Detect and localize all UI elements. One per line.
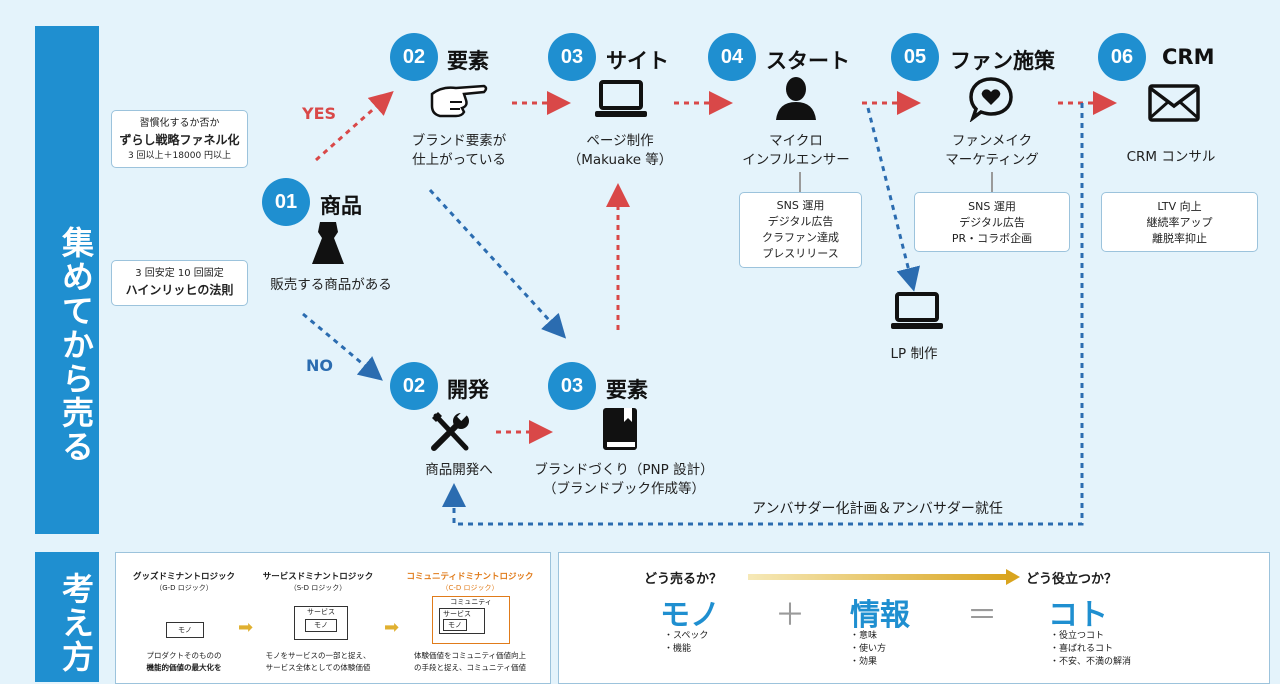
step-caption-element-1: ブランド要素が [411, 133, 507, 149]
step-caption-brand-1: ブランドづくり（PNP 設計） [534, 462, 714, 478]
step-caption-brand-2: （ブランドブック作成等） [543, 481, 705, 497]
gd-logic-sub: （G-D ロジック） [155, 584, 213, 592]
step-title-fan: ファン施策 [950, 49, 1055, 73]
cd-text-1: 体験価値をコミュニティ価値向上 [413, 651, 527, 660]
heart-bubble-icon [969, 77, 1013, 122]
question-how-sell: どう売るか？ [644, 572, 723, 587]
step-caption-crm: CRM コンサル [1126, 149, 1216, 165]
step-title-crm: CRM [1162, 45, 1215, 69]
person-icon [776, 77, 816, 120]
step-badge-06: 06 [1098, 33, 1146, 81]
step-caption-site-2: （Makuake 等） [567, 152, 673, 168]
pointing-hand-icon [430, 84, 488, 118]
step-caption-element-2: 仕上がっている [412, 152, 506, 168]
equals-sign: ＝ [967, 598, 997, 633]
step-badge-04: 04 [708, 33, 756, 81]
no-label: NO [306, 356, 333, 375]
step-caption-dev: 商品開発へ [425, 462, 493, 478]
lp-caption: LP 制作 [890, 346, 938, 362]
cd-community-box: コミュニティ サービス モノ [432, 596, 510, 644]
info-box-fan: SNS 運用 デジタル広告 PR・コラボ企画 [914, 192, 1070, 252]
cd-logic-sub: （C-D ロジック） [441, 584, 499, 592]
sd-service-box: サービス モノ [294, 606, 348, 640]
step-caption-start-2: インフルエンサー [742, 152, 850, 168]
mail-icon [1148, 84, 1200, 122]
question-how-useful: どう役立つか？ [1026, 572, 1118, 587]
word-koto: コト [1048, 598, 1108, 633]
step-title-product: 商品 [320, 194, 362, 218]
step-title-dev: 開発 [447, 378, 489, 402]
sd-logic-sub: （S-D ロジック） [289, 584, 347, 592]
step-title-site: サイト [606, 49, 669, 73]
word-mono: モノ [660, 598, 720, 633]
ambassador-label: アンバサダー化計画＆アンバサダー就任 [752, 501, 1003, 517]
connector-lines [799, 172, 993, 192]
step-badge-05: 05 [891, 33, 939, 81]
yes-label: YES [302, 104, 337, 123]
heinrich-law-box: 3 回安定 10 回固定 ハインリッヒの法則 [111, 260, 248, 306]
step-caption-product: 販売する商品がある [270, 277, 392, 293]
step-title-brand: 要素 [606, 378, 648, 402]
mono-list: ・スペック ・機能 [664, 631, 709, 654]
word-info: 情報 [850, 598, 910, 633]
gd-text-1: プロダクトそのものの [146, 651, 222, 660]
step-title-start: スタート [766, 49, 850, 73]
plus-sign: ＋ [775, 598, 805, 633]
dress-icon [312, 222, 344, 264]
step-caption-fan-1: ファンメイク [951, 133, 1033, 149]
section-title-collect-then-sell: 集めてから売る [35, 26, 99, 534]
step-badge-01: 01 [262, 178, 310, 226]
sd-text-2: サービス全体としての体験価値 [265, 663, 371, 672]
step-badge-03-site: 03 [548, 33, 596, 81]
laptop-icon [891, 292, 943, 329]
info-box-start: SNS 運用 デジタル広告 クラファン達成 プレスリリース [739, 192, 862, 268]
cd-logic-title: コミュニティドミナントロジック [406, 572, 534, 582]
flow-arrows-layer [302, 91, 1117, 526]
step-caption-start-1: マイクロ [769, 133, 823, 149]
sd-logic-title: サービスドミナントロジック [262, 572, 374, 582]
gd-logic-title: グッズドミナントロジック [132, 572, 236, 582]
step-badge-03-brand: 03 [548, 362, 596, 410]
gd-goods-box: モノ [166, 622, 204, 638]
step-caption-site-1: ページ制作 [586, 133, 654, 149]
koto-list: ・役立つコト ・喜ばれるコト ・不安、不満の解消 [1050, 631, 1132, 667]
arrow-right-icon: ➡ [384, 617, 400, 638]
arrow-start-to-lp [866, 107, 920, 292]
arrow-element-to-brand [428, 188, 567, 339]
arrow-ambassador-loop [442, 103, 1084, 526]
book-icon [603, 408, 637, 450]
step-title-element: 要素 [447, 49, 489, 73]
section-title-mindset: 考え方 [35, 552, 99, 682]
funnel-strategy-box: 習慣化するか否か ずらし戦略ファネル化 3 回以上＋18000 円以上 [111, 110, 248, 168]
cd-text-2: の手段と捉え、コミュニティ価値 [413, 663, 527, 672]
step-caption-fan-2: マーケティング [945, 152, 1039, 168]
info-box-crm: LTV 向上 継続率アップ 離脱率抑止 [1101, 192, 1258, 252]
logic-panel [115, 552, 551, 684]
laptop-icon [595, 80, 647, 117]
sd-text-1: モノをサービスの一部と捉え、 [265, 651, 371, 660]
gd-text-2: 機能的価値の最大化を [146, 663, 222, 672]
tools-icon [431, 411, 469, 451]
step-badge-02-dev: 02 [390, 362, 438, 410]
info-list: ・意味 ・使い方 ・効果 [850, 631, 887, 667]
arrow-right-icon: ➡ [238, 617, 254, 638]
gradient-arrow [748, 569, 1020, 585]
step-badge-02-element: 02 [390, 33, 438, 81]
